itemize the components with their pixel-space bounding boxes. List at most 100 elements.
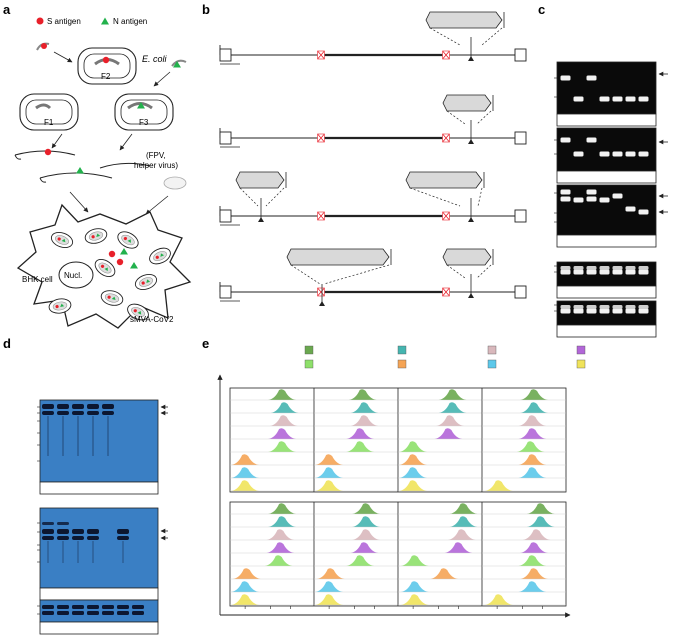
histogram-peak [315,467,396,478]
blot-band [117,611,129,615]
gel-band [573,96,584,102]
gel-band [612,308,623,314]
blot-band [87,611,99,615]
insert-cov2s [405,171,483,189]
histogram-peak [484,428,564,439]
site-6970-arrow [319,301,325,306]
recombination-x [442,51,450,59]
virion-s-dot [141,281,145,285]
legend-swatch [487,345,497,355]
gel-band [560,308,571,314]
panel-label-b: b [202,2,210,17]
histogram-peak [232,568,312,579]
virion-n-mark [60,303,65,307]
dashed-link [446,110,492,125]
histogram-peak [400,529,480,540]
virion-n-mark [127,239,131,243]
gel-caption-box [556,170,657,184]
histogram-peak [316,428,396,439]
histogram-peak [484,454,564,465]
histogram-peak [484,581,564,592]
legend-swatch [487,359,497,369]
panel-e [217,345,586,618]
n-antigen [120,248,128,255]
legend-swatch [304,359,314,369]
blot-band [102,611,114,615]
histogram-peak [484,594,564,605]
blot-band [72,611,84,615]
virion-s-dot [107,295,111,299]
gel-band [560,75,571,81]
blot-band [57,411,69,415]
blot-band [42,529,54,534]
blot-band [57,536,69,540]
blot-band [132,605,144,609]
histogram-peak [400,581,480,592]
histogram-peak [399,454,480,465]
gel-band [612,96,623,102]
itr-box [219,285,232,299]
recombination-x [317,212,325,220]
histogram-peak [316,555,396,566]
histogram-peak [232,542,312,553]
gel-band [638,151,649,157]
gel-band [586,137,597,143]
blot-band [42,605,54,609]
blot-caption-box [39,587,159,601]
blot-band [42,404,54,409]
virion-s-dot [100,264,105,268]
histogram-peak [316,568,396,579]
blot-band [102,404,114,409]
insert-cov2n [235,171,285,189]
gel-band [586,269,597,275]
dashed-link [239,187,285,207]
dashed-link [429,27,503,46]
histogram-peak [400,516,480,527]
histogram-peak [400,594,480,605]
virion [127,303,149,321]
gel-band [586,189,597,195]
histogram-peak [316,415,396,426]
histogram-peak [400,555,480,566]
gel-image [556,127,657,172]
recombination-x [317,134,325,142]
histogram-peak [232,402,312,413]
s-antigen [108,250,116,258]
virion-s-dot [57,237,61,241]
ecoli-cell-f2 [77,47,137,85]
histogram-peak [484,441,564,452]
gel-band [625,269,636,275]
gel-band [625,305,636,309]
legend-swatch [576,359,586,369]
histogram-peak [315,594,396,605]
virion-s-dot [55,304,59,309]
histogram-peak [399,480,480,491]
itr-box [219,131,232,145]
gel-band [573,266,584,270]
blot-band [87,536,99,540]
gel-band [625,96,636,102]
virion-s-dot [123,236,128,241]
panel-label-e: e [202,336,209,351]
n-antigen-legend: N antigen [113,17,147,26]
recombination-x [317,288,325,296]
insert-cov2n [442,248,492,266]
virion-n-mark [61,238,66,243]
blot-band [57,404,69,409]
ecoli-cell-f3 [114,93,174,131]
gel-band [612,266,623,270]
gel-band [560,305,571,309]
ecoli-label: E. coli [142,54,168,64]
histogram-peak [400,402,480,413]
panel-a: S antigen N antigen F2 E. coli F1 F3 [14,17,192,329]
bhk-cell-label: BHK cell [22,275,53,284]
gel-caption-box [556,285,657,299]
del3-arrow [468,56,474,61]
gel-band [586,266,597,270]
histogram-peak [316,542,396,553]
virion [48,298,72,314]
histogram-peak [232,529,312,540]
gel-band [560,137,571,143]
smva-cov2-label: sMVA-CoV2 [130,315,174,324]
panel-b [219,11,527,306]
